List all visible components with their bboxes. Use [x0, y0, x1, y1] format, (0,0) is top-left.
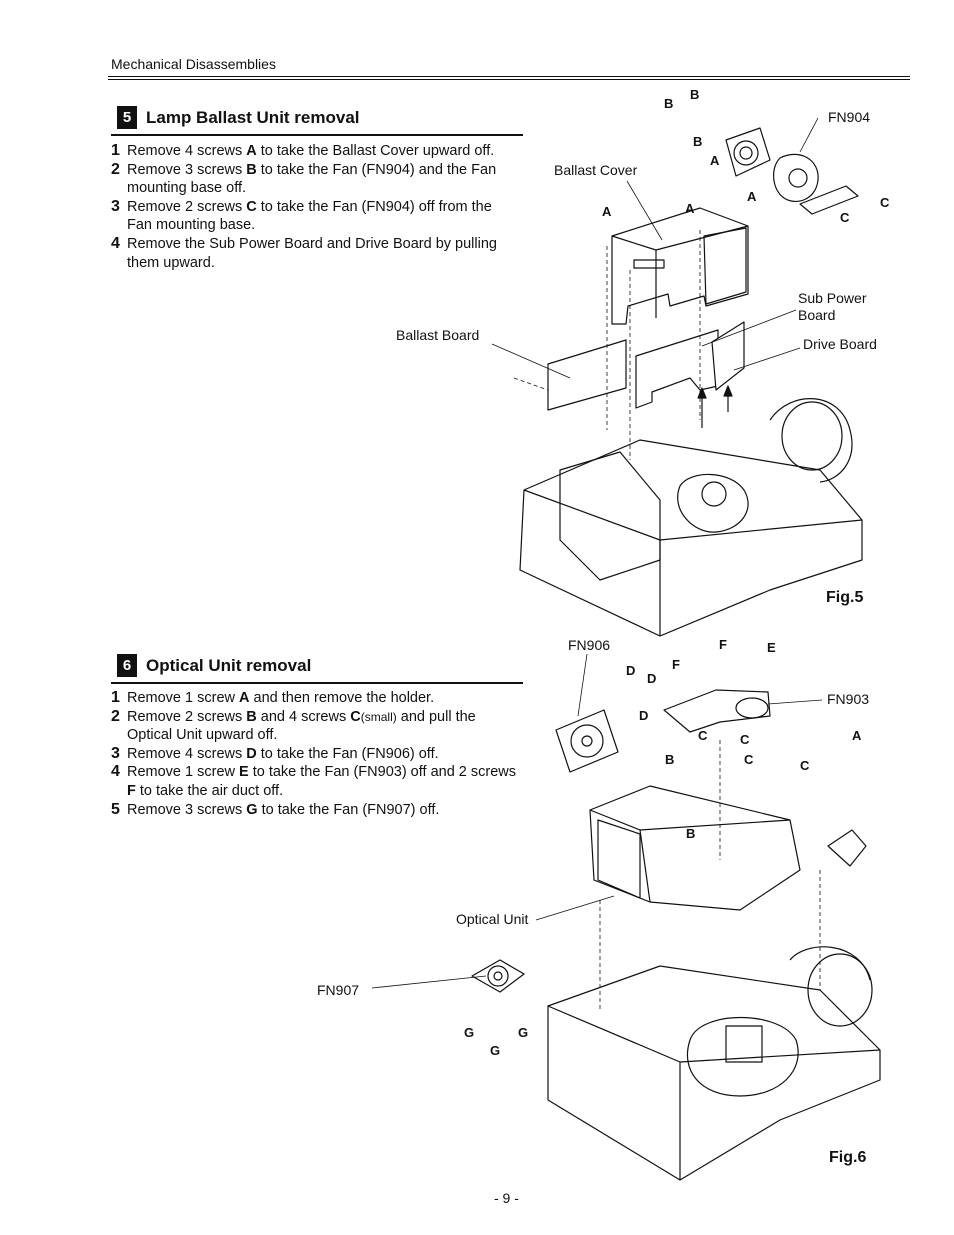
label-fn906: FN906	[568, 637, 611, 653]
screw-letter: C	[744, 752, 754, 767]
screw-letter: C	[698, 728, 708, 743]
screw-letter: G	[490, 1043, 501, 1058]
holder-illustration	[827, 829, 867, 867]
label-fn907: FN907	[317, 982, 360, 998]
fan-fn907-illustration	[471, 959, 525, 993]
screw-letter: G	[518, 1025, 529, 1040]
screw-letter: B	[664, 96, 674, 111]
screw-letter: A	[852, 728, 862, 743]
label-fn903: FN903	[827, 691, 870, 707]
screw-letter: C	[840, 210, 850, 225]
label-drive-board: Drive Board	[803, 336, 877, 352]
screw-letter: E	[767, 640, 776, 655]
screw-letter: B	[665, 752, 675, 767]
screw-letter: A	[747, 189, 757, 204]
label-optical-unit: Optical Unit	[456, 911, 529, 927]
label-sub-power-board: Board	[798, 307, 836, 323]
screw-letter: C	[800, 758, 810, 773]
section-rule	[111, 134, 523, 136]
screw-letter: F	[719, 637, 727, 652]
screw-letter: A	[602, 204, 612, 219]
section-6-heading: 6 Optical Unit removal	[117, 654, 311, 677]
screw-letter: A	[685, 201, 695, 216]
screw-letter: D	[626, 663, 636, 678]
fan-fn904-illustration	[725, 127, 859, 215]
section-rule	[111, 682, 523, 684]
screw-letter: F	[672, 657, 680, 672]
header-rule	[108, 76, 910, 77]
boards-illustration	[547, 321, 745, 428]
screw-letter: B	[686, 826, 696, 841]
running-header: Mechanical Disassemblies	[111, 56, 276, 72]
screw-letter: D	[647, 671, 657, 686]
label-ballast-board: Ballast Board	[396, 327, 480, 343]
figure-caption: Fig.6	[829, 1149, 867, 1166]
ballast-cover-illustration	[611, 207, 749, 325]
section-title: Lamp Ballast Unit removal	[146, 107, 360, 127]
label-fn904: FN904	[828, 109, 871, 125]
screw-letter: B	[693, 134, 703, 149]
figure-caption: Fig.5	[826, 589, 864, 606]
label-sub-power-board: Sub Power	[798, 290, 867, 306]
page-number: - 9 -	[494, 1190, 519, 1206]
section-title: Optical Unit removal	[146, 655, 312, 675]
screw-letter: C	[740, 732, 750, 747]
screw-letter: A	[710, 153, 720, 168]
projector-chassis-illustration	[547, 946, 881, 1181]
projector-chassis-illustration	[519, 398, 863, 637]
fan-fn903-illustration	[663, 689, 771, 733]
screw-letter: C	[880, 195, 890, 210]
fig-6-leader-lines	[371, 653, 823, 1010]
label-ballast-cover: Ballast Cover	[554, 162, 638, 178]
section-5-heading: 5 Lamp Ballast Unit removal	[117, 106, 360, 129]
header-rule	[108, 79, 910, 80]
screw-letter: G	[464, 1025, 475, 1040]
screw-letter: D	[639, 708, 649, 723]
fig-5-leader-lines	[491, 117, 819, 460]
screw-letter: B	[690, 87, 700, 102]
section-number-badge: 6	[117, 654, 137, 677]
optical-unit-illustration	[589, 785, 801, 911]
fan-fn906-illustration	[555, 709, 619, 773]
section-number-badge: 5	[117, 106, 137, 129]
